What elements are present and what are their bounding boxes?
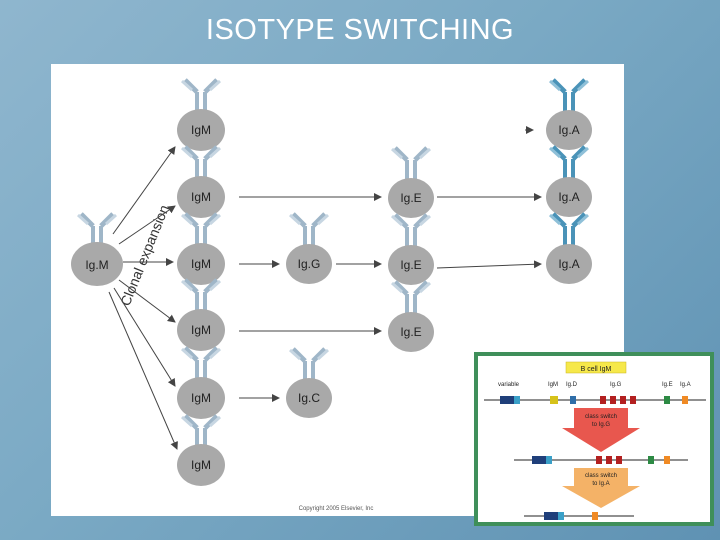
dna-strand-1 <box>484 396 706 404</box>
slide-title: ISOTYPE SWITCHING <box>205 14 515 46</box>
gene-label-iga: Ig.A <box>680 382 691 388</box>
clonal-arrows <box>108 146 178 450</box>
col3-cell-igg <box>286 244 332 284</box>
gene-label-igm: IgM <box>548 382 558 388</box>
col3-cell-igc-label: Ig.C <box>298 391 320 405</box>
col2-cell-4 <box>177 309 225 351</box>
switch-arrows <box>239 126 542 402</box>
col4-cell-1-label: Ig.E <box>400 191 421 205</box>
col4-cell-2 <box>388 245 434 285</box>
col3-cell-igc <box>286 378 332 418</box>
col5-cell-3 <box>546 244 592 284</box>
switch2-line2: to Ig.A <box>592 481 609 487</box>
col5-cell-1 <box>546 110 592 150</box>
inset-header: B cell IgM <box>581 366 612 373</box>
col5-cell-3-label: Ig.A <box>558 257 579 271</box>
class-switch-figure: B cell IgM variable IgM Ig.D Ig.G Ig.E I… <box>484 361 706 520</box>
switch2-line1: class switch <box>585 473 617 479</box>
diagram-panel: Ig.M Clonal expansion IgM IgM IgM IgM Ig… <box>51 64 624 516</box>
switch1-line2: to Ig.G <box>592 422 610 428</box>
col4-cell-3-label: Ig.E <box>400 325 421 339</box>
start-cell-label: Ig.M <box>85 258 108 272</box>
col2-cell-2 <box>177 176 225 218</box>
antibody-icon <box>78 214 116 246</box>
col2-cell-4-label: IgM <box>191 323 211 337</box>
dna-strand-2 <box>514 456 688 464</box>
inset-header-box <box>565 361 627 374</box>
col2-cell-6-label: IgM <box>191 458 211 472</box>
col2-cell-3 <box>177 243 225 285</box>
col5-cell-2-label: Ig.A <box>558 190 579 204</box>
col2-cells: IgM IgM IgM IgM IgM IgM <box>177 80 225 486</box>
start-cell <box>71 242 123 286</box>
col2-cell-5-label: IgM <box>191 391 211 405</box>
isotype-diagram: Ig.M Clonal expansion IgM IgM IgM IgM Ig… <box>71 64 592 512</box>
col2-cell-1 <box>177 109 225 151</box>
class-switch-inset: B cell IgM variable IgM Ig.D Ig.G Ig.E I… <box>474 352 714 526</box>
col2-cell-1-label: IgM <box>191 123 211 137</box>
col5-cell-1-label: Ig.A <box>558 123 579 137</box>
switch-arrow-2 <box>562 468 640 508</box>
switch-arrow-1 <box>562 408 640 452</box>
col4-cells: Ig.E Ig.E Ig.E <box>388 148 434 352</box>
col4-cell-1 <box>388 178 434 218</box>
col2-cell-2-label: IgM <box>191 190 211 204</box>
gene-label-ige: Ig.E <box>662 382 673 388</box>
col5-cell-2 <box>546 177 592 217</box>
gene-label-igg: Ig.G <box>610 382 622 388</box>
col4-cell-2-label: Ig.E <box>400 258 421 272</box>
col5-cells: Ig.A Ig.A Ig.A <box>546 80 592 284</box>
dna-strand-3 <box>524 512 634 520</box>
gene-label-variable: variable <box>498 382 520 388</box>
col3-cell-igg-label: Ig.G <box>298 257 321 271</box>
col2-cell-6 <box>177 444 225 486</box>
col4-cell-3 <box>388 312 434 352</box>
gene-label-igd: Ig.D <box>566 382 578 388</box>
clonal-expansion-label: Clonal expansion <box>117 203 172 309</box>
col2-cell-5 <box>177 377 225 419</box>
copyright-text: Copyright 2005 Elsevier, Inc <box>299 506 374 512</box>
col3-cells: Ig.G Ig.C <box>286 214 332 418</box>
col2-cell-3-label: IgM <box>191 257 211 271</box>
switch1-line1: class switch <box>585 414 617 420</box>
